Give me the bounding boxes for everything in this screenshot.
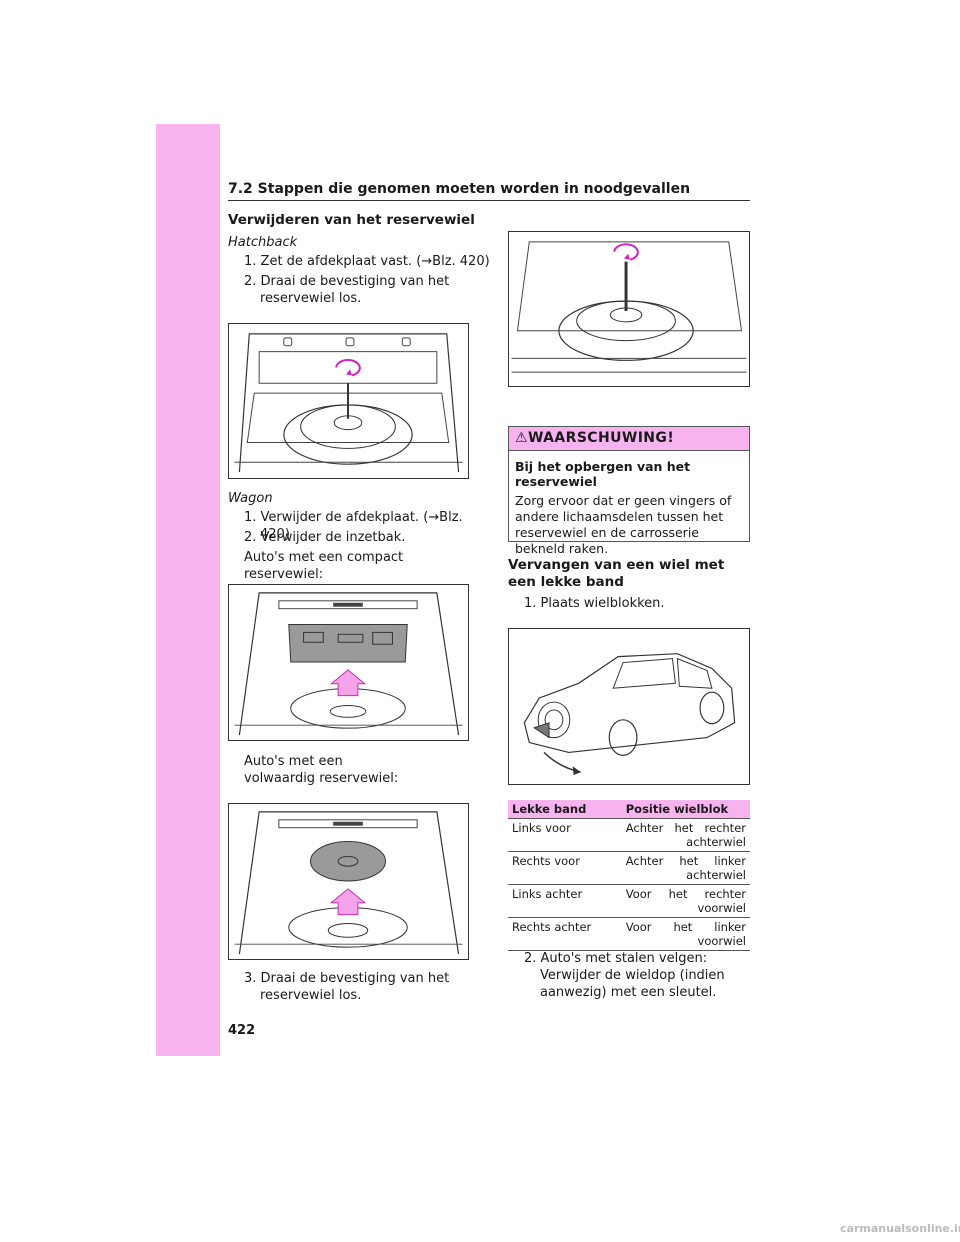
warning-icon: ⚠ [515,430,528,446]
section-title-replace-wheel: Vervangen van een wiel met een lekke ban… [508,557,725,590]
table-cell: Rechts achter [508,917,622,951]
hatchback-trunk-drawing [234,333,463,473]
warning-body: Zorg ervoor dat er geen vingers of ander… [515,493,732,556]
hatchback-step-2: 2. Draai de bevestiging van het reservew… [244,274,450,306]
wagon-full-drawing [234,811,463,955]
wagon-full-spare-illustration [228,803,469,960]
wagon-compact-spare-illustration [228,584,469,741]
chock-position-table: Lekke band Positie wielblok Links voor A… [508,800,750,951]
table-row: Rechts voor Achter het linker achterwiel [508,851,750,885]
table-cell: Voor het rechter voorwiel [621,884,750,918]
wagon-step-1: 1. Verwijder de afdekplaat. (→Blz. 420) [244,510,463,542]
hatchback-label: Hatchback [228,235,298,250]
spare-wheel-drawing [511,241,747,373]
page-side-tab [156,124,220,1056]
warning-title: WAARSCHUWING! [527,430,675,446]
replace-step-2: 2. Auto's met stalen velgen: Verwijder d… [524,951,725,1000]
wagon-label: Wagon [228,491,273,506]
warning-box: ⚠WAARSCHUWING! Bij het opbergen van het … [508,426,750,556]
wagon-compact-drawing [234,592,463,736]
page-number: 422 [228,1023,256,1038]
table-header-flat: Lekke band [508,800,622,819]
wagon-step-2: 2. Verwijder de inzetbak. [244,530,406,545]
page-header: 7.2 Stappen die genomen moeten worden in… [228,181,750,201]
footer-watermark: carmanualsonline.info [840,1222,960,1235]
replace-step-1: 1. Plaats wielblokken. [524,596,665,611]
spare-tightening-illustration [508,231,750,387]
table-cell: Links achter [508,884,622,918]
table-header-position: Positie wielblok [621,800,750,819]
warning-subtitle: Bij het opbergen van het reservewiel [515,459,691,489]
warning-header: ⚠WAARSCHUWING! [509,427,749,451]
hatchback-spare-illustration [228,323,469,479]
table-row: Links achter Voor het rechter voorwiel [508,884,750,918]
wheel-chocks-illustration [508,628,750,785]
wagon-compact-note: Auto's met een compact reservewiel: [244,550,404,582]
table-row: Links voor Achter het rechter achterwiel [508,818,750,852]
table-cell: Links voor [508,818,622,852]
table-cell: Rechts voor [508,851,622,885]
table-cell: Voor het linker voorwiel [621,917,750,951]
wagon-step-3: 3. Draai de bevestiging van het reservew… [244,971,450,1003]
table-header-row: Lekke band Positie wielblok [508,800,750,819]
car-with-chocks-drawing [523,653,736,776]
hatchback-step-1: 1. Zet de afdekplaat vast. (→Blz. 420) [244,254,490,269]
table-cell: Achter het rechter achterwiel [621,818,750,852]
section-title-remove-spare: Verwijderen van het reservewiel [228,212,475,228]
table-row: Rechts achter Voor het linker voorwiel [508,917,750,951]
table-cell: Achter het linker achterwiel [621,851,750,885]
wagon-full-note: Auto's met een volwaardig reservewiel: [244,754,399,786]
